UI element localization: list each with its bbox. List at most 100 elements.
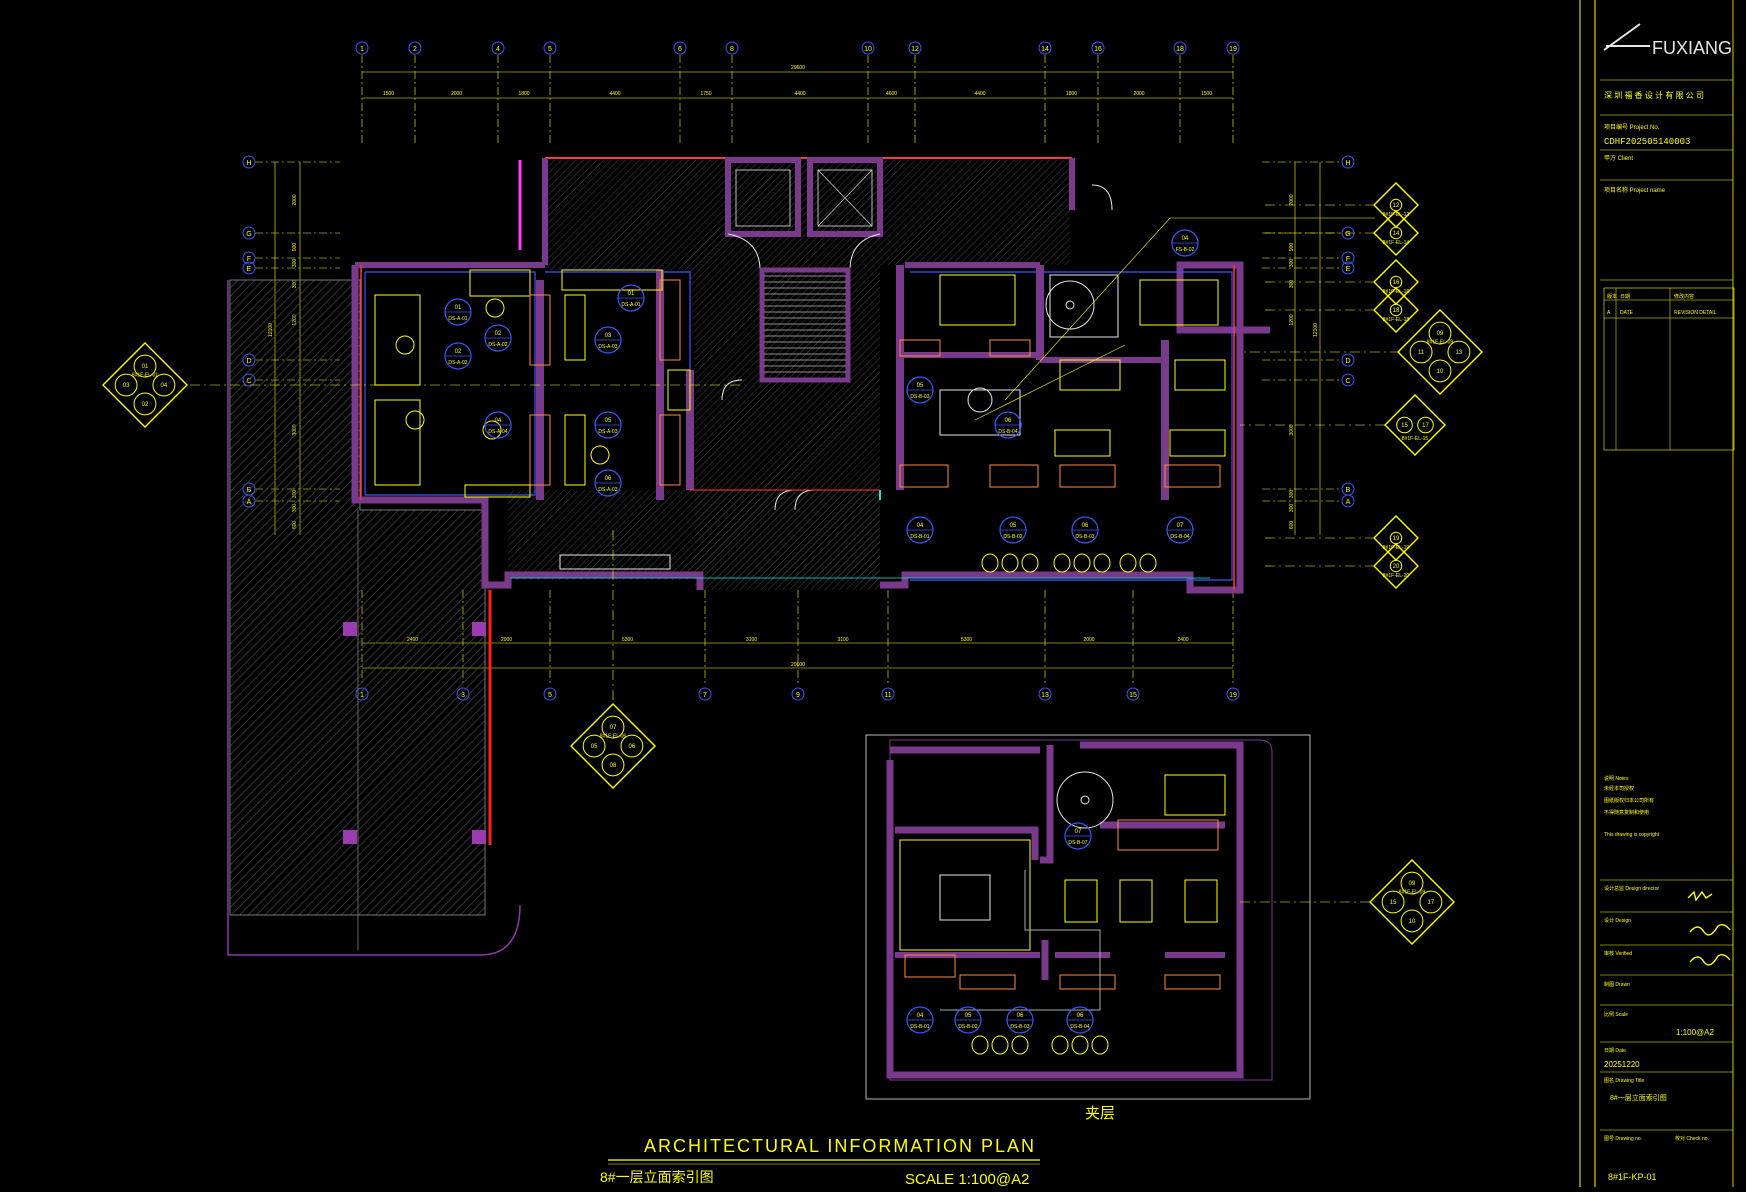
axis-bubble-icon: [1038, 687, 1052, 701]
section-tag-ref: DS-A-03: [598, 429, 617, 435]
elevation-diamond-outline: [1369, 859, 1455, 945]
section-tag-ref: DS-A-03: [598, 487, 617, 493]
signature-mark: [1689, 923, 1731, 936]
company-name: 深 圳 福 香 设 计 有 限 公 司: [1604, 90, 1704, 100]
drawing-subtitle: 8#一层立面索引图: [600, 1169, 714, 1185]
dimension-value-left: 2000: [292, 194, 298, 205]
project-no-label: 项目编号 Project No.: [1604, 123, 1660, 131]
revision-row-detail: REVISION DETAIL: [1674, 310, 1717, 316]
axis-bubble-icon: [242, 155, 256, 169]
chair: [971, 1035, 989, 1055]
axis-label-left: G: [246, 231, 251, 238]
elevation-number: 05: [591, 744, 598, 750]
signature-mark: [1687, 890, 1713, 902]
section-tag-ref: DS-A-02: [488, 342, 507, 348]
drawing-scale: SCALE 1:100@A2: [905, 1171, 1029, 1187]
dimension-value-bottom: 5300: [622, 637, 633, 643]
spiral-stair-icon: [1056, 771, 1114, 829]
elevation-number: 06: [629, 744, 636, 750]
note-line: 图纸版权归本公司所有: [1604, 797, 1654, 804]
chair: [1073, 553, 1091, 573]
section-tag-number: 05: [965, 1013, 972, 1019]
verified-label: 审核 Verified: [1604, 950, 1632, 957]
stair-icon: [759, 267, 851, 383]
elevation-number: 03: [123, 383, 130, 389]
dimension-value-right: 3000: [1289, 424, 1295, 435]
section-tag-number: 04: [917, 1013, 924, 1019]
axis-label-top: 4: [496, 46, 500, 53]
dimension-value-bottom: 3100: [837, 637, 848, 643]
axis-label-top: 8: [730, 46, 734, 53]
dimension-value-top: 1500: [383, 91, 394, 97]
elevation-number: 19: [1393, 536, 1400, 542]
chair: [1139, 553, 1157, 573]
elevation-number: 15: [1390, 900, 1397, 906]
terrace-area: [227, 279, 521, 956]
axis-label-right: B: [1346, 487, 1351, 494]
elevation-diamond-outline: [102, 342, 188, 428]
section-tag-ref: DS-B-03: [910, 394, 929, 400]
drawing-title-block: ARCHITECTURAL INFORMATION PLAN 8#一层立面索引图…: [600, 1136, 1040, 1188]
dimension-value-top: 4400: [609, 91, 620, 97]
elevation-number: 11: [1418, 350, 1425, 356]
elevation-diamond-bubble: [601, 715, 625, 739]
scale-label: 比例 Scale: [1604, 1011, 1628, 1018]
section-tag-ref: DS-A-01: [621, 302, 640, 308]
section-tag-number: 06: [605, 476, 612, 482]
section-tag-ref: DS-B-02: [1003, 534, 1022, 540]
axis-label-bottom: 9: [796, 692, 800, 699]
axis-label-left: H: [246, 160, 251, 167]
axis-label-top: 2: [413, 46, 417, 53]
axis-label-right: G: [1345, 231, 1350, 238]
axis-label-left: F: [247, 256, 251, 263]
spiral-stair-icon: [1045, 274, 1119, 338]
elevation-reference: 8#1F-EL-15: [1402, 436, 1429, 442]
revision-row-date: DATE: [1620, 310, 1634, 316]
elevation-diamond-outline: [1373, 287, 1419, 333]
axis-label-bottom: 11: [884, 692, 891, 699]
axis-label-top: 19: [1229, 46, 1237, 53]
axis-label-top: 5: [548, 46, 552, 53]
chair: [1051, 1035, 1069, 1055]
axis-label-right: D: [1345, 358, 1350, 365]
axis-bubble-icon: [1226, 687, 1240, 701]
chair: [1119, 553, 1137, 573]
elevation-diamond-bubble: [1409, 340, 1433, 364]
design-director-label: 设计总监 Design director: [1604, 885, 1659, 892]
section-tag-number: 04: [917, 523, 924, 529]
axis-bubble-icon: [242, 251, 256, 265]
elevation-number: 10: [1437, 369, 1444, 375]
date-value: 20251220: [1604, 1060, 1640, 1069]
drawing-title: ARCHITECTURAL INFORMATION PLAN: [644, 1136, 1036, 1156]
chair: [991, 1035, 1009, 1055]
section-tag-number: 06: [1077, 1013, 1084, 1019]
elevation-diamond-bubble: [1447, 340, 1471, 364]
date-label: 日期 Date: [1604, 1048, 1626, 1054]
client-label: 甲方 Client: [1604, 154, 1633, 162]
elevation-diamond-outline: [1373, 543, 1419, 589]
check-no-label: 校对 Check no.: [1675, 1135, 1709, 1142]
elevation-reference: 8#1F-EL-01: [132, 373, 159, 379]
section-tag-ref: DS-B-03: [1075, 534, 1094, 540]
elevation-number: 09: [1437, 331, 1444, 337]
elevation-number: 20: [1393, 564, 1400, 570]
elevation-number: 14: [1393, 231, 1400, 237]
section-tag-number: 06: [1005, 418, 1012, 424]
dimension-value-top: 1800: [518, 91, 529, 97]
elevation-diamond-icon: 148#1F-EL-14: [1373, 210, 1419, 256]
revision-header-date: 日期: [1620, 294, 1630, 300]
elevation-diamond-icon: 128#1F-EL-12: [1373, 182, 1419, 228]
dimension-value-bottom: 2400: [1177, 637, 1188, 643]
axis-bubble-icon: [1091, 41, 1105, 55]
elevation-diamond-bubble: [133, 392, 157, 416]
elevation-number: 10: [1409, 919, 1416, 925]
dimension-value-right: 300: [1289, 280, 1295, 289]
section-tag-ref: FS-B-02: [1176, 247, 1195, 253]
scale-value: 1:100@A2: [1676, 1028, 1714, 1037]
axis-label-right: E: [1346, 266, 1351, 273]
elevation-number: 13: [1456, 350, 1463, 356]
axis-bubble-icon: [673, 41, 687, 55]
